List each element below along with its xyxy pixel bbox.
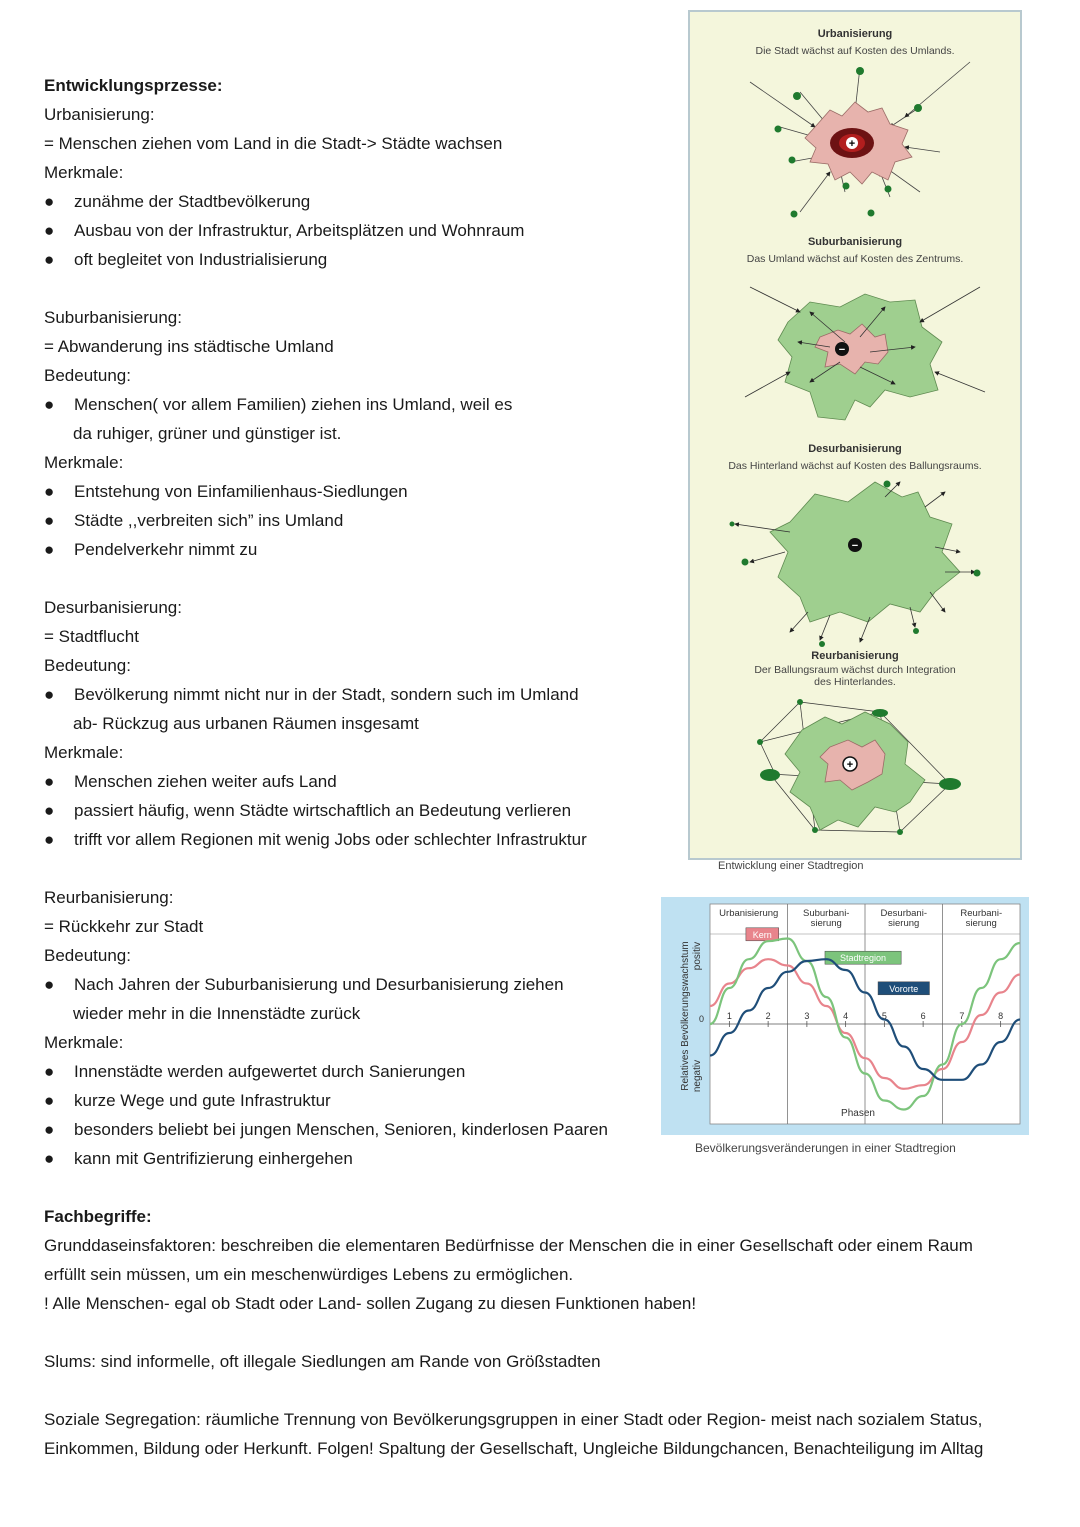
stage-subtitle-reurbanisierung-1: Der Ballungsraum wächst durch Integratio… — [754, 664, 956, 676]
x-tick-label: 5 — [882, 1011, 887, 1021]
slums-definition: Slums: sind informelle, oft illegale Sie… — [44, 1352, 601, 1371]
segregation-line-1: Soziale Segregation: räumliche Trennung … — [44, 1410, 983, 1429]
stages-illustration: + − — [729, 61, 986, 835]
phase-label: sierung — [888, 918, 919, 929]
grunddaseins-line-2: erfüllt sein müssen, um ein meschenwürdi… — [44, 1265, 574, 1284]
city-region-stages-figure: Urbanisierung Die Stadt wächst auf Koste… — [688, 10, 1022, 880]
y-zero-label: 0 — [699, 1014, 704, 1024]
list-item: ●Ausbau von der Infrastruktur, Arbeitspl… — [44, 221, 525, 240]
stage-subtitle-suburbanisierung: Das Umland wächst auf Kosten des Zentrum… — [746, 253, 964, 265]
series-line-stadtregion — [709, 937, 1021, 1111]
section-heading: Entwicklungsprzesse: — [44, 76, 223, 95]
stage-subtitle-reurbanisierung-2: des Hinterlandes. — [814, 676, 896, 688]
stage-subtitle-urbanisierung: Die Stadt wächst auf Kosten des Umlands. — [755, 45, 955, 57]
x-tick-label: 2 — [766, 1011, 771, 1021]
segregation-line-2: Einkommen, Bildung oder Herkunft. Folgen… — [44, 1439, 984, 1458]
list-item-continued: wieder mehr in die Innenstädte zurück — [73, 1004, 361, 1023]
reu-bedeutung-label: Bedeutung: — [44, 946, 131, 965]
stages-caption: Entwicklung einer Stadtregion — [718, 860, 864, 872]
stage-sign-urbanisierung: + — [849, 138, 855, 150]
series-label: Vororte — [889, 984, 918, 994]
list-item: ●kann mit Gentrifizierung einhergehen — [44, 1149, 353, 1168]
list-item: ●Pendelverkehr nimmt zu — [44, 540, 258, 559]
list-item: ●besonders beliebt bei jungen Menschen, … — [44, 1120, 608, 1139]
reu-definition: = Rückkehr zur Stadt — [44, 917, 204, 936]
reu-title: Reurbanisierung: — [44, 888, 174, 907]
list-item: ●zunähme der Stadtbevölkerung — [44, 192, 311, 211]
phase-label: sierung — [811, 918, 842, 929]
des-title: Desurbanisierung: — [44, 598, 182, 617]
y-axis-label: Relatives Bevölkerungswachstum — [680, 941, 691, 1091]
des-bedeutung-label: Bedeutung: — [44, 656, 131, 675]
grunddaseins-line-3: ! Alle Menschen- egal ob Stadt oder Land… — [44, 1294, 697, 1313]
grunddaseins-line-1: Grunddaseinsfaktoren: beschreiben die el… — [44, 1236, 973, 1255]
phase-label: Reurbani- — [960, 908, 1002, 919]
list-item-continued: da ruhiger, grüner und günstiger ist. — [73, 424, 342, 443]
urb-title: Urbanisierung: — [44, 105, 155, 124]
x-tick-label: 1 — [727, 1011, 732, 1021]
list-item: ●Innenstädte werden aufgewertet durch Sa… — [44, 1062, 466, 1081]
list-item: ●oft begleitet von Industrialisierung — [44, 250, 328, 269]
list-item: ●Nach Jahren der Suburbanisierung und De… — [44, 975, 564, 994]
sub-title: Suburbanisierung: — [44, 308, 182, 327]
stages-panel: Urbanisierung Die Stadt wächst auf Koste… — [688, 10, 1022, 860]
x-axis-label: Phasen — [841, 1108, 875, 1119]
list-item: ●trifft vor allem Regionen mit wenig Job… — [44, 830, 587, 849]
list-item: ●passiert häufig, wenn Städte wirtschaft… — [44, 801, 572, 820]
suburbanisierung-diagram: − — [744, 286, 986, 421]
list-item: ●Städte ,,verbreiten sich” ins Umland — [44, 511, 344, 530]
urbanisierung-diagram: + — [749, 61, 971, 218]
list-item: ●Bevölkerung nimmt nicht nur in der Stad… — [44, 685, 579, 704]
desurbanisierung-diagram: − — [729, 480, 981, 647]
sub-bedeutung-label: Bedeutung: — [44, 366, 131, 385]
sub-merkmale-label: Merkmale: — [44, 453, 124, 472]
stage-title-urbanisierung: Urbanisierung — [817, 28, 893, 40]
list-item: ●Entstehung von Einfamilienhaus-Siedlung… — [44, 482, 408, 501]
list-item: ●Menschen ziehen weiter aufs Land — [44, 772, 337, 791]
x-tick-label: 3 — [804, 1011, 809, 1021]
y-negative-label: negativ — [692, 1060, 703, 1092]
chart-caption: Bevölkerungsveränderungen in einer Stadt… — [695, 1141, 956, 1155]
phase-label: Suburbani- — [803, 908, 849, 919]
series-line-kern — [709, 958, 1021, 1090]
y-positive-label: positiv — [692, 942, 703, 970]
phase-label: Desurbani- — [881, 908, 927, 919]
phase-label: Urbanisierung — [719, 908, 778, 919]
stage-sign-suburbanisierung: − — [839, 344, 845, 356]
x-tick-label: 4 — [843, 1011, 848, 1021]
list-item: ●Menschen( vor allem Familien) ziehen in… — [44, 395, 513, 414]
stage-sign-desurbanisierung: − — [852, 540, 858, 552]
series-line-vororte — [709, 958, 1021, 1081]
reu-merkmale-label: Merkmale: — [44, 1033, 124, 1052]
reurbanisierung-diagram: + — [757, 699, 961, 835]
stage-sign-reurbanisierung: + — [847, 759, 853, 771]
series-label: Kern — [753, 930, 772, 940]
series-label: Stadtregion — [840, 953, 886, 963]
series-label-box — [824, 950, 902, 965]
series-label-box — [745, 927, 779, 942]
x-tick-label: 6 — [921, 1011, 926, 1021]
stage-subtitle-desurbanisierung: Das Hinterland wächst auf Kosten des Bal… — [728, 460, 982, 472]
des-definition: = Stadtflucht — [44, 627, 139, 646]
stage-title-reurbanisierung: Reurbanisierung — [811, 650, 899, 662]
urb-merkmale-label: Merkmale: — [44, 163, 124, 182]
sub-definition: = Abwanderung ins städtische Umland — [44, 337, 334, 356]
fachbegriffe-title: Fachbegriffe: — [44, 1207, 152, 1226]
x-tick-label: 7 — [959, 1011, 964, 1021]
series-label-box — [877, 981, 930, 996]
phase-label: sierung — [966, 918, 997, 929]
stage-title-suburbanisierung: Suburbanisierung — [807, 236, 903, 248]
des-merkmale-label: Merkmale: — [44, 743, 124, 762]
list-item: ●kurze Wege und gute Infrastruktur — [44, 1091, 331, 1110]
urb-definition: = Menschen ziehen vom Land in die Stadt-… — [44, 134, 503, 153]
stage-title-desurbanisierung: Desurbanisierung — [808, 443, 902, 455]
x-tick-label: 8 — [998, 1011, 1003, 1021]
list-item-continued: ab- Rückzug aus urbanen Räumen insgesamt — [73, 714, 419, 733]
